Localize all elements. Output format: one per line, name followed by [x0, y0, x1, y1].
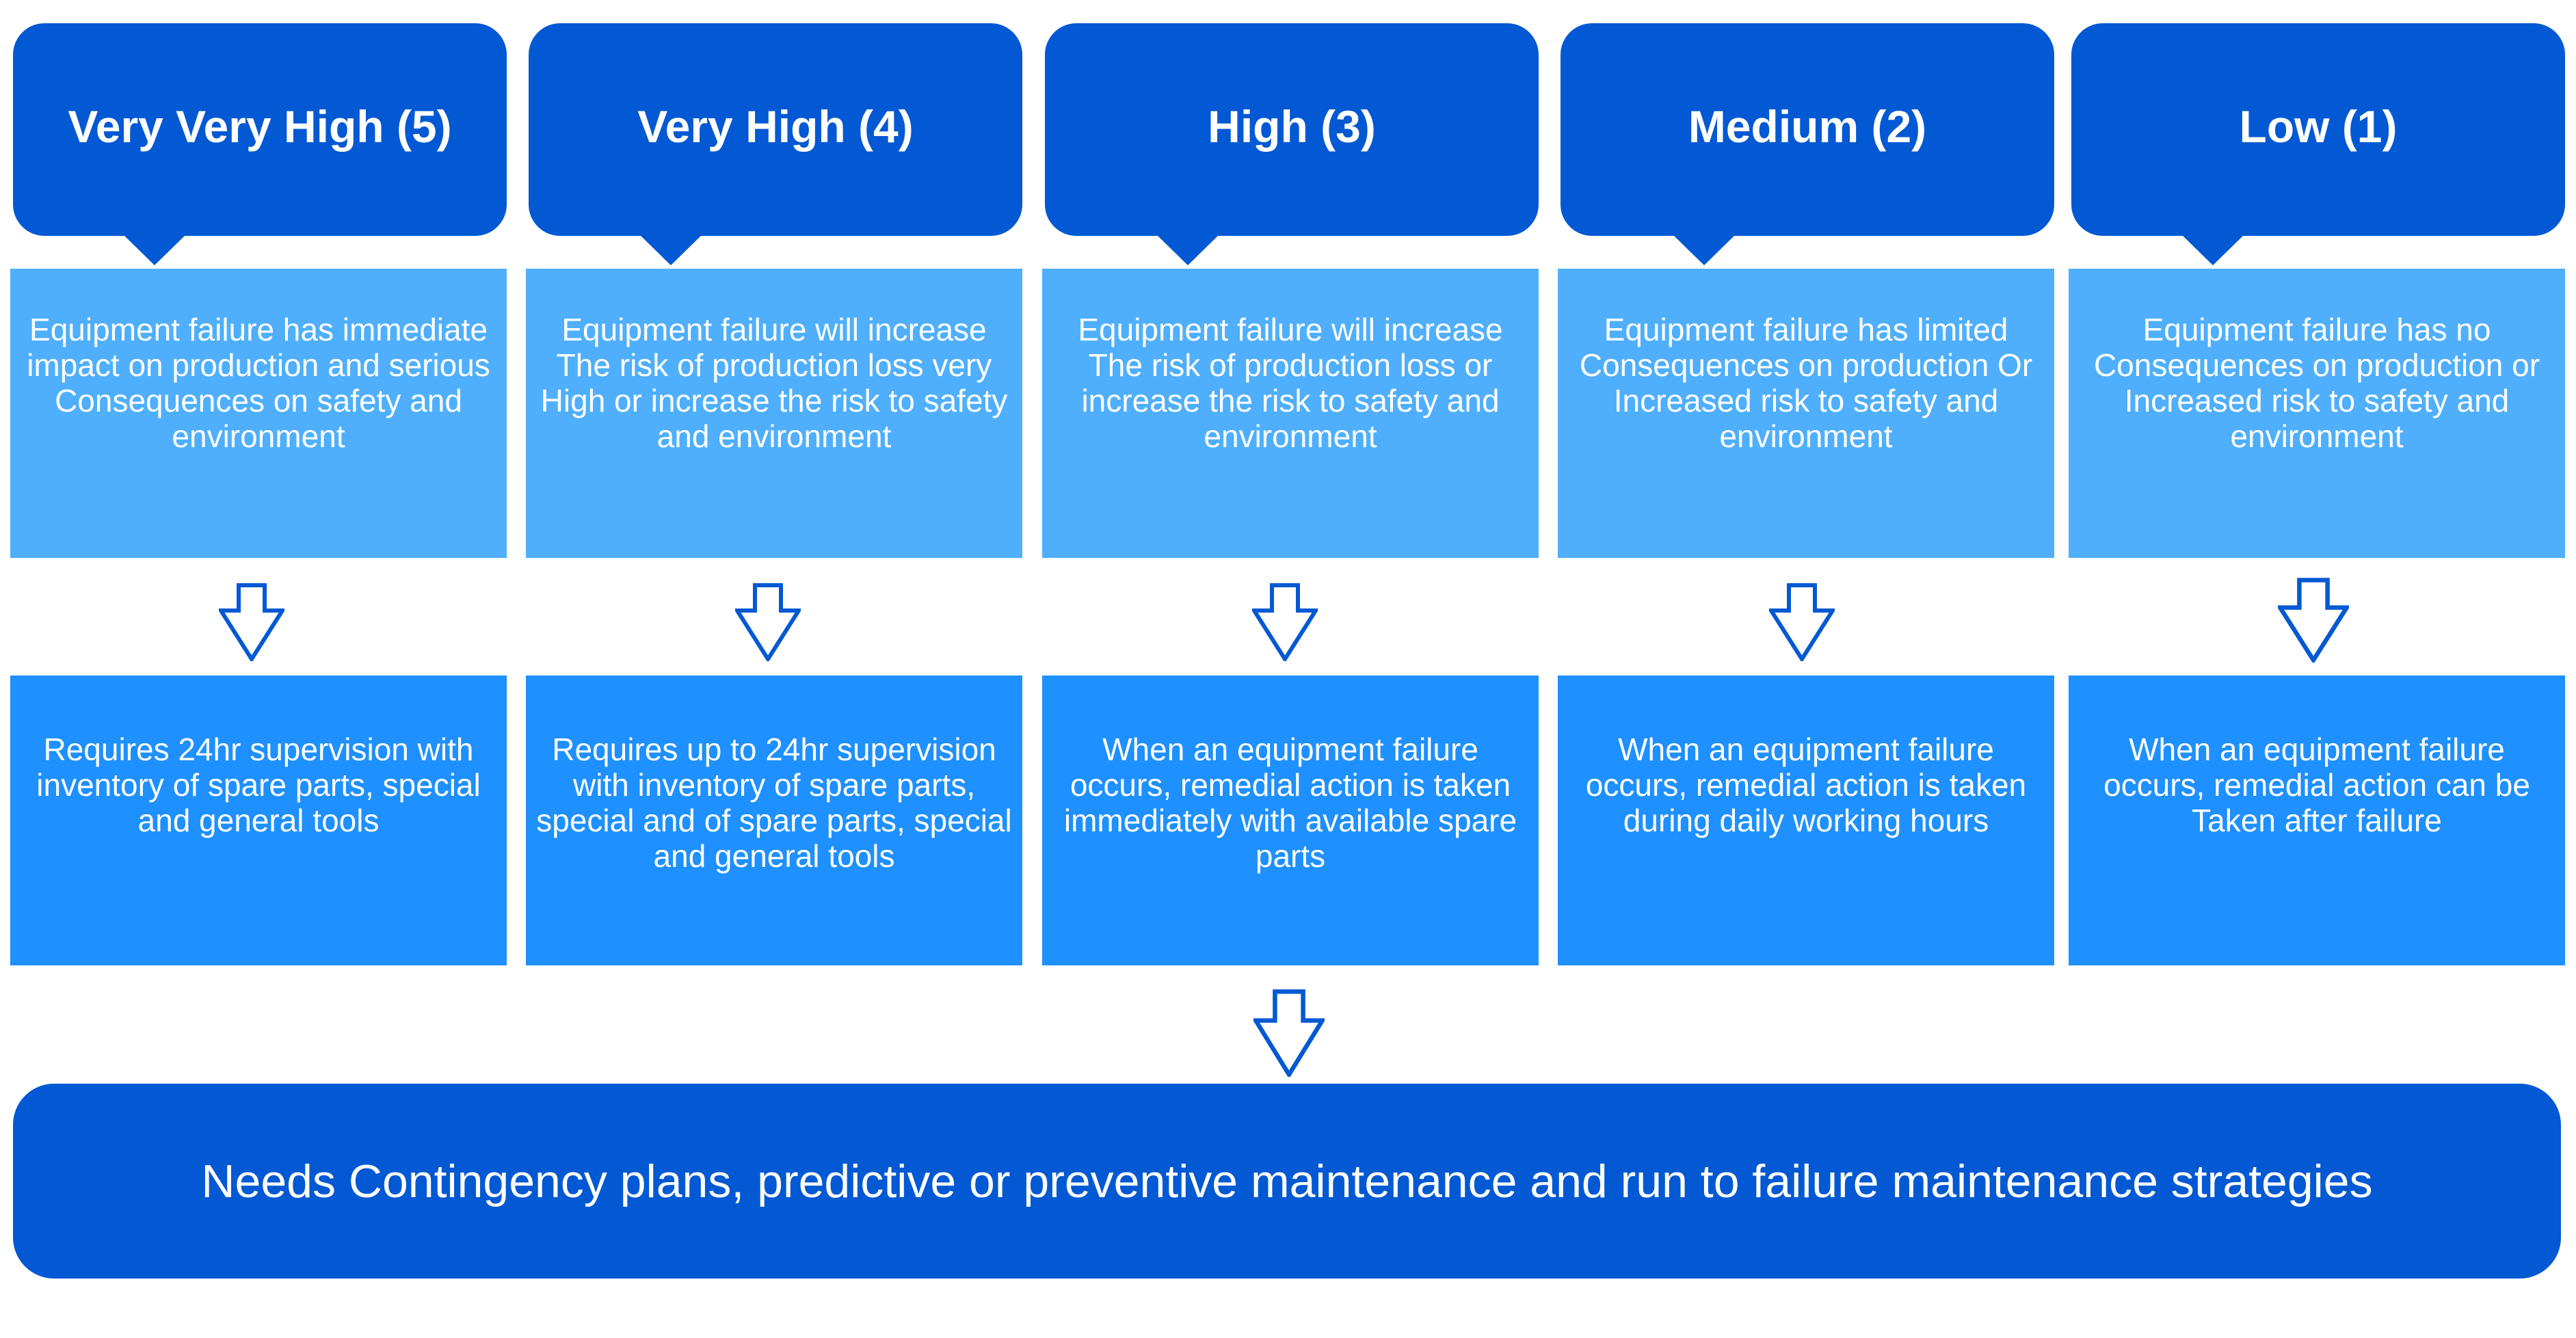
- level-title: Low (1): [2239, 101, 2398, 152]
- level-action: When an equipment failure occurs, remedi…: [1558, 675, 2054, 965]
- bubble-pointer: [123, 235, 186, 265]
- level-header-bubble: Very Very High (5): [13, 23, 507, 265]
- level-header-bubble: Medium (2): [1561, 23, 2054, 265]
- level-column-low: Low (1) Equipment failure has no Consequ…: [2069, 0, 2565, 971]
- level-title: High (3): [1208, 101, 1376, 152]
- bubble-pointer: [1156, 235, 1219, 265]
- bubble-pointer: [2181, 235, 2244, 265]
- level-action: Requires up to 24hr supervision with inv…: [526, 675, 1022, 965]
- level-header-bubble: Low (1): [2071, 23, 2565, 265]
- down-arrow-icon: [735, 583, 801, 661]
- level-column-high: High (3) Equipment failure will increase…: [1042, 0, 1539, 971]
- level-action: Requires 24hr supervision with inventory…: [10, 675, 507, 965]
- level-action: When an equipment failure occurs, remedi…: [2069, 675, 2565, 965]
- level-description: Equipment failure will increase The risk…: [526, 269, 1022, 558]
- level-description: Equipment failure has immediate impact o…: [10, 269, 507, 558]
- level-description: Equipment failure has limited Consequenc…: [1558, 269, 2054, 558]
- level-column-very-high: Very High (4) Equipment failure will inc…: [526, 0, 1022, 971]
- down-arrow-icon: [1252, 583, 1318, 661]
- down-arrow-icon: [1769, 583, 1835, 661]
- summary-text: Needs Contingency plans, predictive or p…: [201, 1155, 2373, 1207]
- level-action: When an equipment failure occurs, remedi…: [1042, 675, 1539, 965]
- level-description: Equipment failure will increase The risk…: [1042, 269, 1539, 558]
- bubble-pointer: [639, 235, 702, 265]
- down-arrow-icon: [219, 583, 284, 661]
- summary-bar: Needs Contingency plans, predictive or p…: [13, 1084, 2561, 1279]
- level-header-bubble: Very High (4): [529, 23, 1022, 265]
- level-title: Very High (4): [637, 101, 914, 152]
- level-column-medium: Medium (2) Equipment failure has limited…: [1558, 0, 2054, 971]
- level-header-bubble: High (3): [1045, 23, 1539, 265]
- bubble-pointer: [1673, 235, 1736, 265]
- level-column-very-very-high: Very Very High (5) Equipment failure has…: [10, 0, 507, 971]
- level-title: Medium (2): [1688, 101, 1927, 152]
- down-arrow-icon: [2278, 578, 2349, 663]
- summary-down-arrow-icon: [1253, 989, 1325, 1077]
- level-title: Very Very High (5): [68, 101, 452, 152]
- level-description: Equipment failure has no Consequences on…: [2069, 269, 2565, 558]
